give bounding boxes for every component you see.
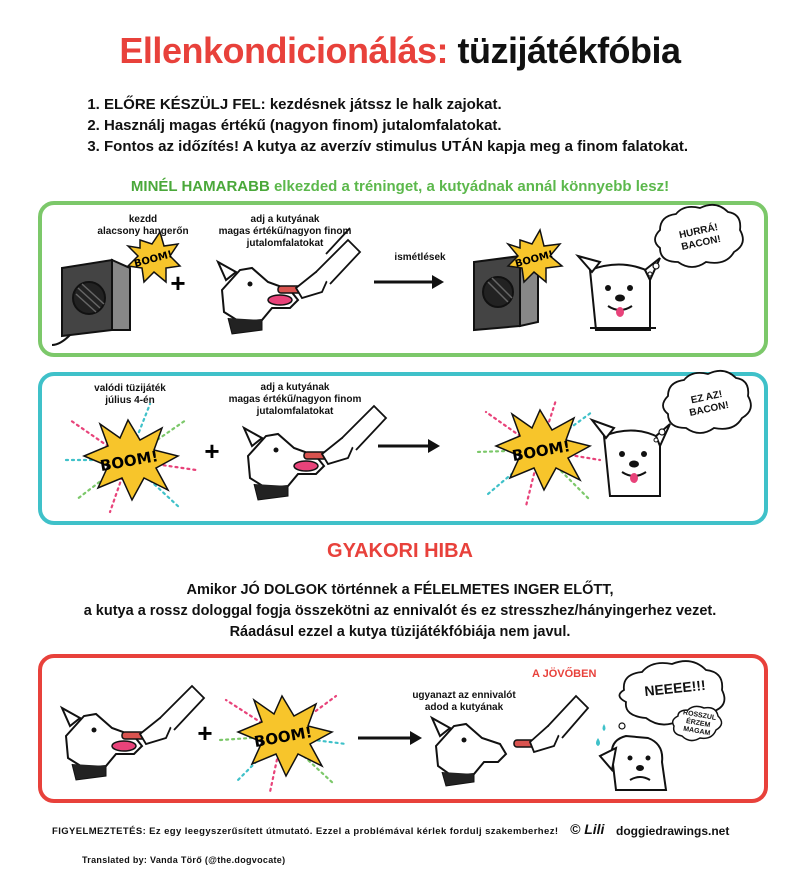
label-give-treat: adj a kutyának magas értékű/nagyon finom…: [218, 214, 352, 249]
footer-warning: FIGYELMEZTETÉS: Ez egy leegyszerűsített …: [52, 826, 559, 837]
mistake-line: Amikor JÓ DOLGOK történnek a FÉLELMETES …: [186, 582, 614, 598]
firework-burst-icon: BOOM!: [60, 402, 198, 514]
dog-eating-icon: [241, 425, 326, 501]
happy-dog-icon: [575, 254, 661, 331]
arrow-icon: [358, 731, 422, 745]
thought-bubble-icon: [647, 203, 744, 277]
dog-head-icon: [429, 715, 508, 787]
green-header: MINÉL HAMARABB elkezded a tréninget, a k…: [0, 178, 800, 195]
thought-bubble-icon: [618, 660, 726, 742]
arrow-icon: [374, 275, 444, 289]
arrow-icon: [378, 439, 440, 453]
green-header-strong: MINÉL HAMARABB: [130, 178, 270, 195]
step-item: Használj magas értékű (nagyon finom) jut…: [104, 115, 688, 136]
plus-icon: +: [204, 436, 219, 466]
green-header-rest: elkezded a tréninget, a kutyádnak annál …: [269, 178, 670, 195]
thought-bubble-icon: [653, 369, 752, 443]
steps-list: ELŐRE KÉSZÜLJ FEL: kezdésnek játssz le h…: [80, 94, 688, 157]
hand-with-treat-icon: [513, 694, 590, 754]
firework-burst-icon: BOOM!: [474, 398, 602, 508]
label-same-food: ugyanazt az ennivalót adod a kutyának: [412, 690, 516, 713]
step-item: ELŐRE KÉSZÜLJ FEL: kezdésnek játssz le h…: [104, 94, 688, 115]
copyright-icon: ©: [570, 821, 581, 837]
signature: © Lili: [570, 821, 604, 837]
hand-with-treat-icon: [277, 227, 362, 300]
plus-icon: +: [170, 268, 185, 298]
mistake-paragraph: Amikor JÓ DOLGOK történnek a FÉLELMETES …: [40, 580, 760, 643]
hand-with-treat-icon: [303, 404, 388, 466]
page-title: Ellenkondicionálás: tüzijátékfóbia: [0, 30, 800, 72]
boom-burst-icon: BOOM!: [505, 228, 564, 284]
step-item: Fontos az időzítés! A kutya az averzív s…: [104, 136, 688, 157]
translator-credit: Translated by: Vanda Törő (@the.dogvocat…: [82, 855, 286, 865]
label-repetitions: ismétlések: [394, 252, 446, 263]
panel-gradual-training: [38, 201, 768, 357]
label-future: A JÖVŐBEN: [532, 668, 597, 680]
panel-real-fireworks: [38, 372, 768, 525]
signature-text: Lili: [584, 821, 605, 837]
title-part-2: tüzijátékfóbia: [457, 30, 682, 71]
speaker-icon: [473, 254, 539, 332]
label-real-fireworks: valódi tüzijáték július 4-én: [94, 383, 166, 406]
mistake-title: GYAKORI HIBA: [327, 540, 473, 562]
label-give-treat: adj a kutyának magas értékű/nagyon finom…: [228, 382, 362, 417]
firework-burst-icon: BOOM!: [218, 694, 348, 794]
label-start-low-volume: kezdd alacsony hangerőn: [97, 214, 189, 237]
title-part-1: Ellenkondicionálás:: [119, 30, 449, 71]
dog-eating-icon: [59, 705, 144, 781]
mistake-line: Ráadásul ezzel a kutya tüzijátékfóbiája …: [229, 624, 571, 640]
scared-dog-icon: [596, 724, 668, 791]
dog-eating-icon: [215, 259, 300, 335]
plus-icon: +: [197, 718, 212, 748]
boom-burst-icon: BOOM!: [125, 230, 182, 284]
mistake-line: a kutya a rossz dologgal fogja összekötn…: [83, 603, 717, 619]
site-link[interactable]: doggiedrawings.net: [616, 824, 730, 838]
hand-with-treat-icon: [121, 684, 206, 746]
panel-common-mistake: [38, 654, 768, 803]
speaker-icon: [51, 258, 131, 346]
